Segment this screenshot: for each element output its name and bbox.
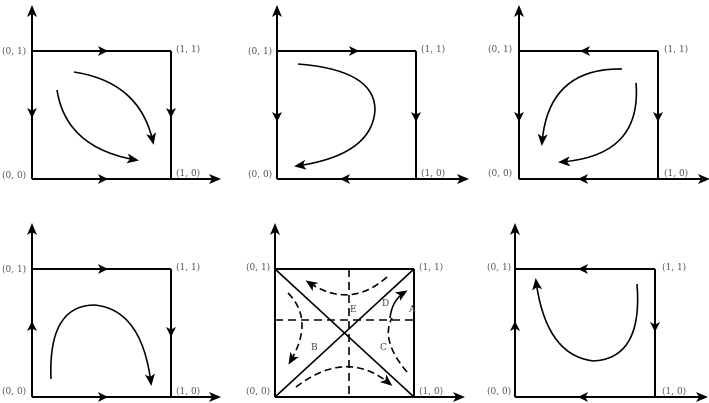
corner-label-tr: (1, 1) [421,44,445,55]
corner-label-tr: (1, 1) [176,262,200,273]
corner-label-tl: (0, 1) [2,264,26,275]
trajectory-arrow-icon [294,63,376,170]
trajectory-arrow-icon [558,82,638,167]
panel-6 [510,223,708,402]
corner-label-br: (1, 0) [421,168,445,179]
corner-label-tl: (0, 1) [248,46,272,57]
corner-label-tl: (0, 1) [2,46,26,57]
corner-label-tl: (0, 1) [246,262,270,273]
dashed-trajectory-icon [305,276,388,296]
corner-label-br: (1, 0) [176,386,200,397]
corner-label-bl: (0, 0) [2,170,26,181]
panel-1 [27,5,221,184]
panel-5 [270,223,465,402]
trajectory-arrow-icon [532,278,639,362]
point-label-c: C [380,343,387,353]
corner-label-bl: (0, 0) [2,386,26,397]
corner-label-tl: (0, 1) [488,44,512,55]
point-label-a: A [408,305,416,315]
corner-label-tr: (1, 1) [176,44,200,55]
point-label-d: D [382,299,389,309]
corner-label-br: (1, 0) [662,386,686,397]
dashed-trajectory-icon [287,292,303,365]
dashed-trajectory-icon [295,365,393,388]
corner-label-tr: (1, 1) [662,262,686,273]
trajectory-arrow-icon [73,71,156,145]
corner-label-bl: (0, 0) [246,386,270,397]
trajectory-arrow-icon [389,290,408,319]
corner-label-br: (1, 0) [419,386,443,397]
trajectory-arrow-icon [537,68,623,146]
corner-label-bl: (0, 0) [488,168,512,179]
corner-label-br: (1, 0) [664,168,688,179]
corner-label-bl: (0, 0) [487,386,511,397]
point-label-e: E [350,305,357,315]
dashed-trajectory-icon [387,317,408,373]
corner-label-tl: (0, 1) [487,262,511,273]
corner-label-bl: (0, 0) [248,169,272,180]
trajectory-arrow-icon [56,89,139,164]
point-label-b: B [311,343,318,353]
corner-label-tr: (1, 1) [419,262,443,273]
panel-4 [27,223,221,402]
corner-label-br: (1, 0) [176,168,200,179]
corner-label-tr: (1, 1) [664,44,688,55]
trajectory-arrow-icon [50,304,155,386]
panel-2 [272,5,469,184]
diagonal-line [274,268,415,398]
panel-3 [514,5,709,184]
